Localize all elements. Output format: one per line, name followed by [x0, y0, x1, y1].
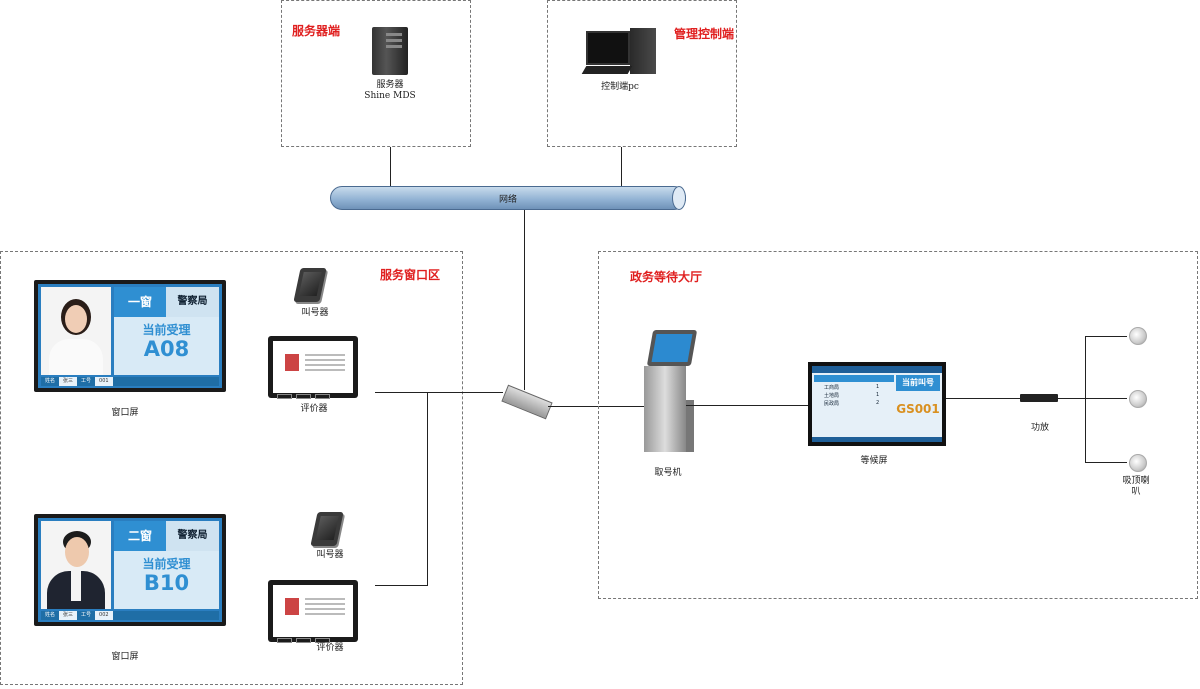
pc-caption: 控制端pc [601, 82, 639, 92]
kiosk-waiting-link [686, 405, 808, 406]
amplifier-caption: 功放 [1030, 423, 1049, 433]
hall-zone [598, 251, 1198, 599]
server-zone [281, 0, 471, 147]
window-dept-2: 警察局 [166, 521, 219, 551]
network-label: 网络 [498, 195, 517, 205]
waiting-row-count-3: 2 [876, 400, 880, 406]
monitor-icon [586, 31, 630, 65]
switch-kiosk-link [548, 406, 644, 407]
waiting-screen-caption: 等候屏 [860, 456, 888, 466]
server-zone-title: 服务器端 [292, 24, 341, 38]
pc-tower-icon [630, 28, 656, 74]
control-link [621, 147, 622, 187]
speaker-icon [1129, 390, 1147, 408]
speaker-riser [1085, 336, 1086, 462]
evaluator-device-2 [268, 580, 358, 643]
control-zone-title: 管理控制端 [674, 27, 735, 41]
kiosk-caption: 取号机 [654, 468, 682, 478]
waiting-call-label: 当前叫号 [896, 375, 940, 391]
window-ticket-2: B10 [143, 571, 190, 595]
evaluator1-link [375, 392, 503, 393]
amplifier-icon [1020, 394, 1058, 402]
window-dept-1: 警察局 [166, 287, 219, 317]
window-zone-riser [427, 392, 428, 585]
window-number-1: 一窗 [114, 287, 166, 317]
window-ticket-1: A08 [143, 337, 190, 361]
waiting-amp-link [946, 398, 1020, 399]
window-number-2: 二窗 [114, 521, 166, 551]
network-switch-icon [501, 384, 553, 420]
kiosk-body [644, 366, 686, 452]
window-zone [0, 251, 463, 685]
staff-photo-2 [41, 521, 111, 609]
evaluator-caption-1: 评价器 [300, 404, 328, 414]
speaker-icon [1129, 327, 1147, 345]
window-label-2: 当前受理 [142, 557, 191, 571]
server-caption: 服务器 Shine MDS [364, 80, 416, 101]
speaker-icon [1129, 454, 1147, 472]
hall-zone-title: 政务等待大厅 [630, 270, 703, 284]
kiosk-side [686, 400, 694, 452]
speaker-caption: 吸顶喇 叭 [1122, 476, 1150, 497]
waiting-row-name-3: 民政局 [824, 401, 840, 407]
waiting-row-name-2: 土地局 [824, 393, 840, 399]
server-link [390, 147, 391, 187]
network-switch-link [524, 210, 525, 390]
waiting-row-name-1: 工商局 [824, 385, 840, 391]
pager-caption-1: 叫号器 [301, 308, 329, 318]
waiting-row-count-2: 1 [876, 392, 880, 398]
keyboard-icon [581, 66, 633, 74]
waiting-row-count-1: 1 [876, 384, 880, 390]
window-screen-caption-2: 窗口屏 [111, 652, 139, 662]
waiting-screen: 工商局 1 土地局 1 民政局 2 当前叫号 GS001 [808, 362, 946, 446]
staff-photo-1 [41, 287, 111, 375]
speaker-link-1 [1085, 336, 1127, 337]
evaluator-device-1 [268, 336, 358, 399]
speaker-link-3 [1085, 462, 1127, 463]
window-label-1: 当前受理 [142, 323, 191, 337]
evaluator-caption-2: 评价器 [316, 643, 344, 653]
server-icon [372, 27, 408, 75]
amp-speaker-link [1058, 398, 1086, 399]
kiosk-icon [646, 330, 698, 366]
speaker-link-2 [1085, 398, 1127, 399]
control-zone [547, 0, 737, 147]
network-bus: 网络 [330, 186, 686, 210]
window-screen-caption-1: 窗口屏 [111, 408, 139, 418]
pager-caption-2: 叫号器 [316, 550, 344, 560]
window-zone-title: 服务窗口区 [380, 268, 441, 282]
waiting-call-number: GS001 [896, 402, 940, 416]
evaluator2-link [375, 585, 428, 586]
